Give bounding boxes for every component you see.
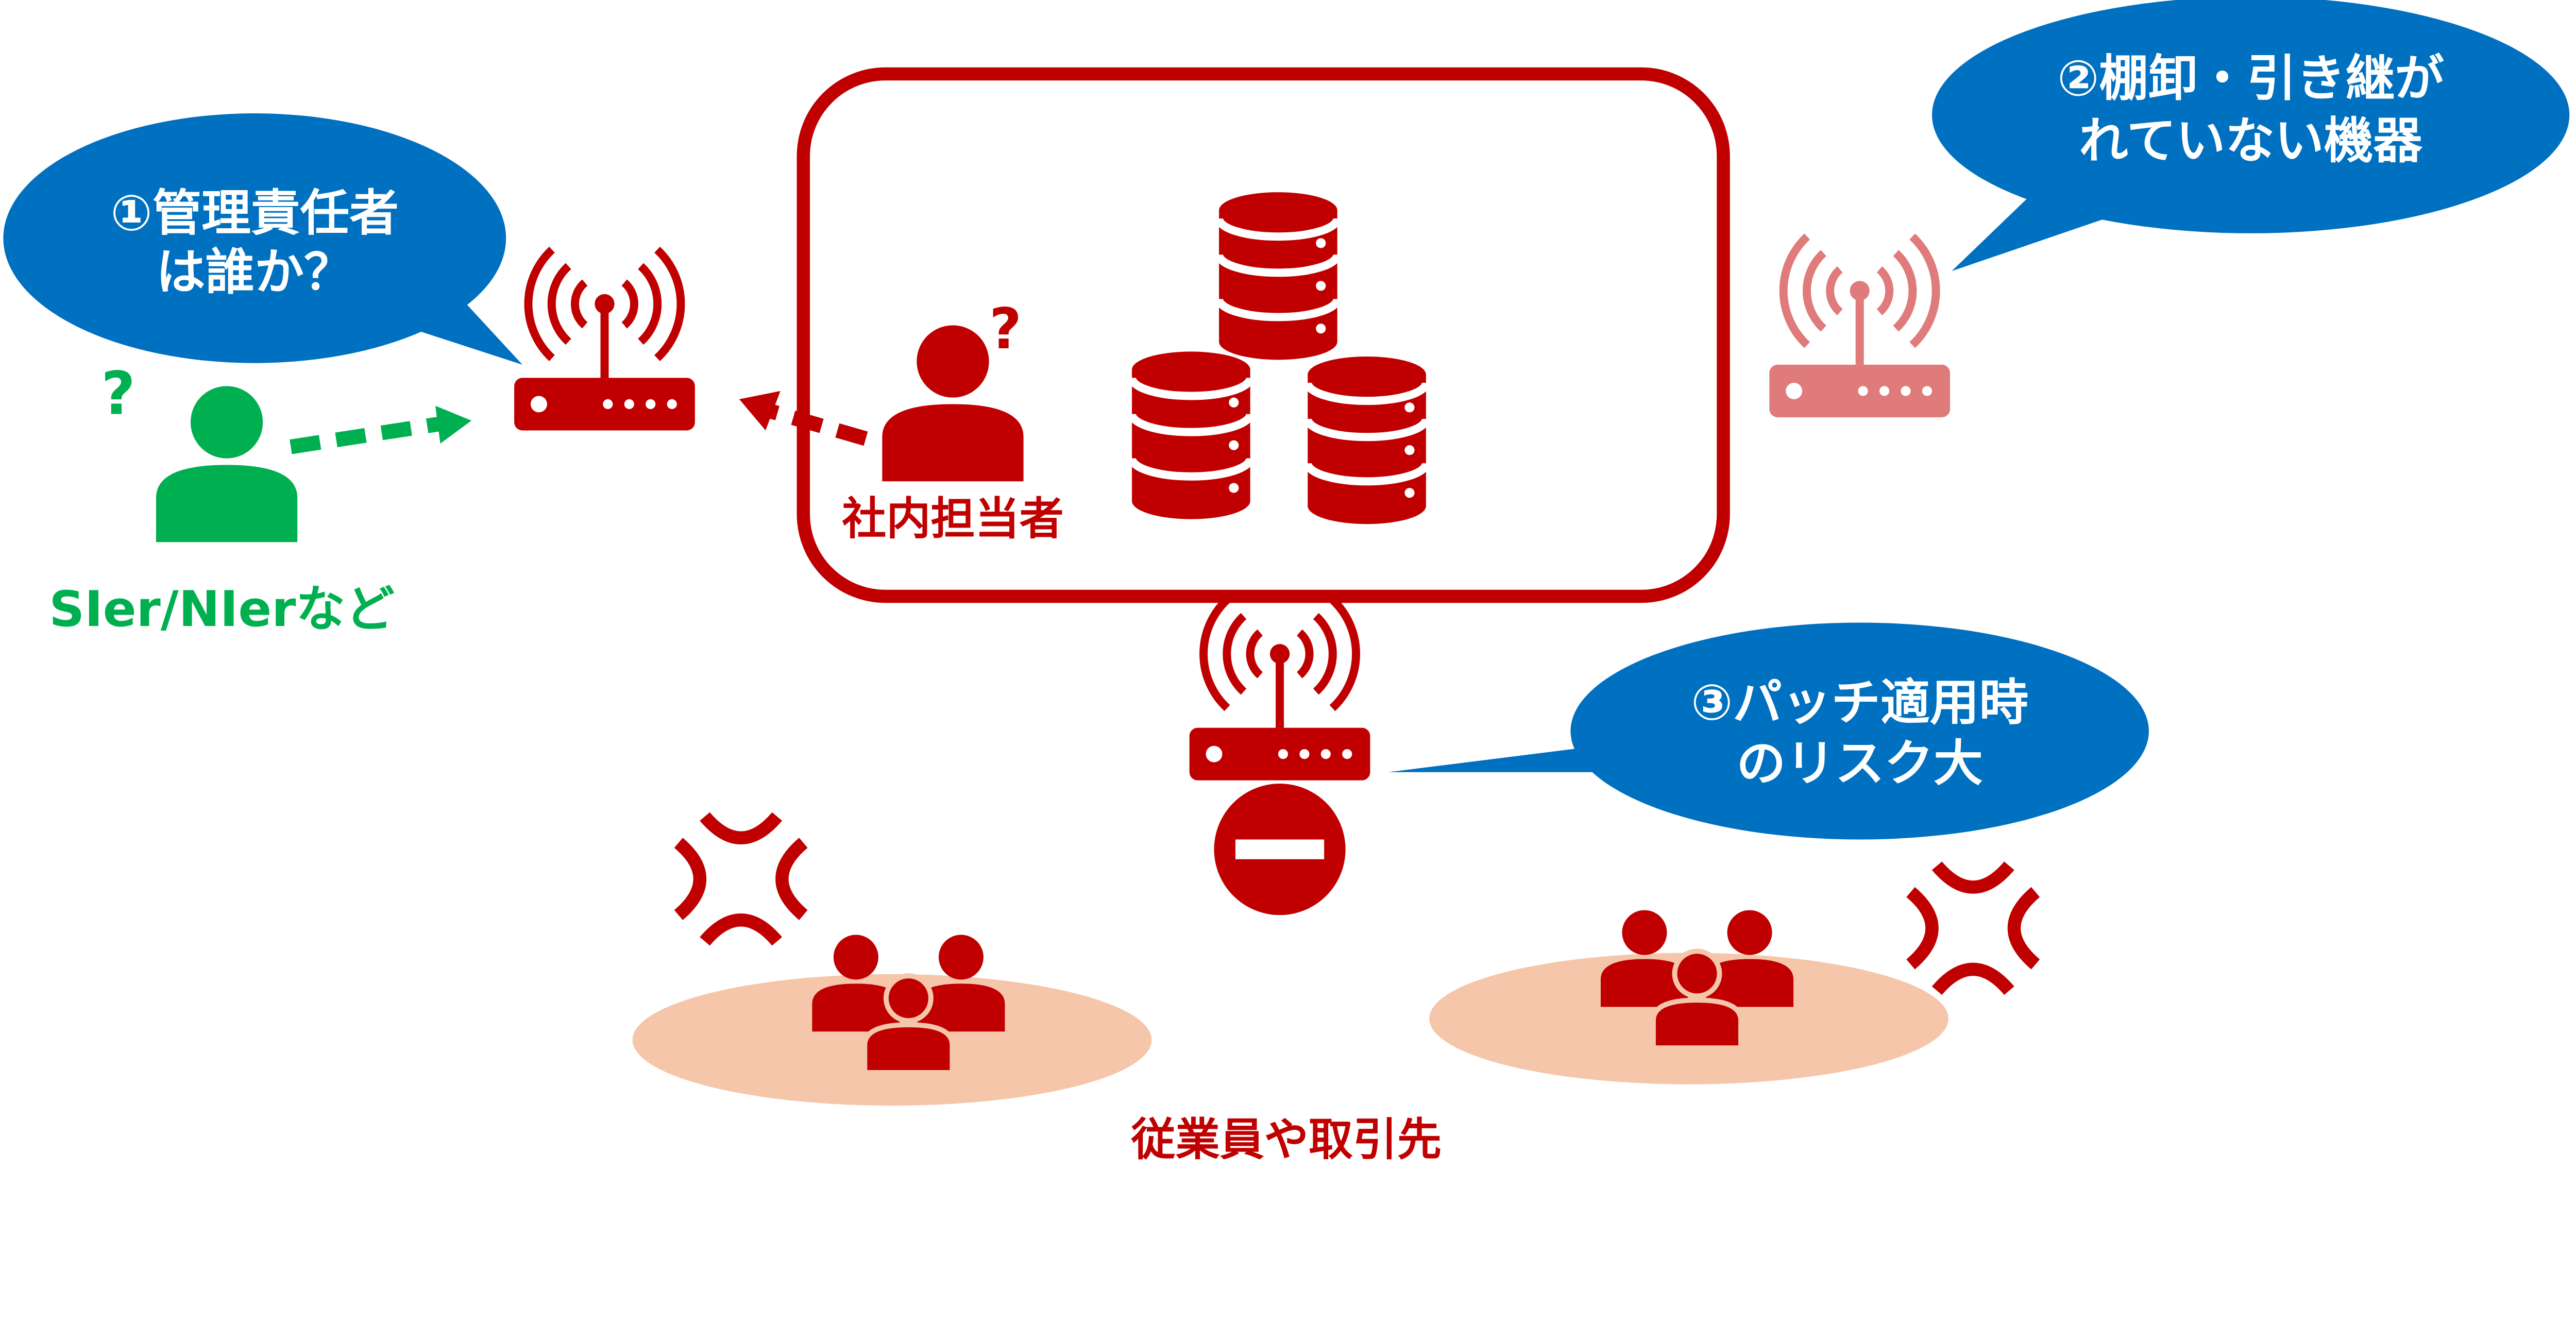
router-icon-bottom [1190,600,1370,781]
anger-icon-left [679,817,803,941]
no-entry-icon [1214,784,1346,916]
bubble1-line1: ①管理責任者 [111,184,399,242]
database-icon-top [1219,192,1337,360]
router-icon-untracked [1769,236,1950,417]
database-icon-left [1132,351,1250,519]
staff-dashed-arrow [739,391,868,446]
bubble2-line2: れていない機器 [2079,112,2423,170]
speech-bubble-untracked-devices: ②棚卸・引き継が れていない機器 [1932,0,2570,272]
router-icon-left [514,250,695,431]
stakeholders-label: 従業員や取引先 [1131,1114,1442,1166]
bubble3-line1: ③パッチ適用時 [1691,674,2028,732]
vendor-person-icon [156,386,298,543]
anger-icon-right [1911,866,2036,990]
staff-question-mark: ? [989,296,1022,362]
database-icon-right [1308,357,1426,524]
internal-network-boundary [796,67,1730,603]
speech-bubble-patch-risk: ③パッチ適用時 のリスク大 [1388,622,2149,840]
staff-label: 社内担当者 [842,493,1063,545]
vendor-question-mark: ? [101,360,135,429]
vendor-dashed-arrow [290,405,472,454]
diagram-canvas: ①管理責任者 は誰か？ ②棚卸・引き継が れていない機器 ③パッチ適用時 のリス… [3,0,2570,1166]
bubble3-line2: のリスク大 [1737,735,1983,792]
vendor-label: SIer/NIerなど [49,580,394,638]
speech-bubble-responsible-person: ①管理責任者 は誰か？ [3,113,523,365]
bubble2-line1: ②棚卸・引き継が [2057,49,2444,107]
bubble1-line2: は誰か？ [156,243,353,301]
